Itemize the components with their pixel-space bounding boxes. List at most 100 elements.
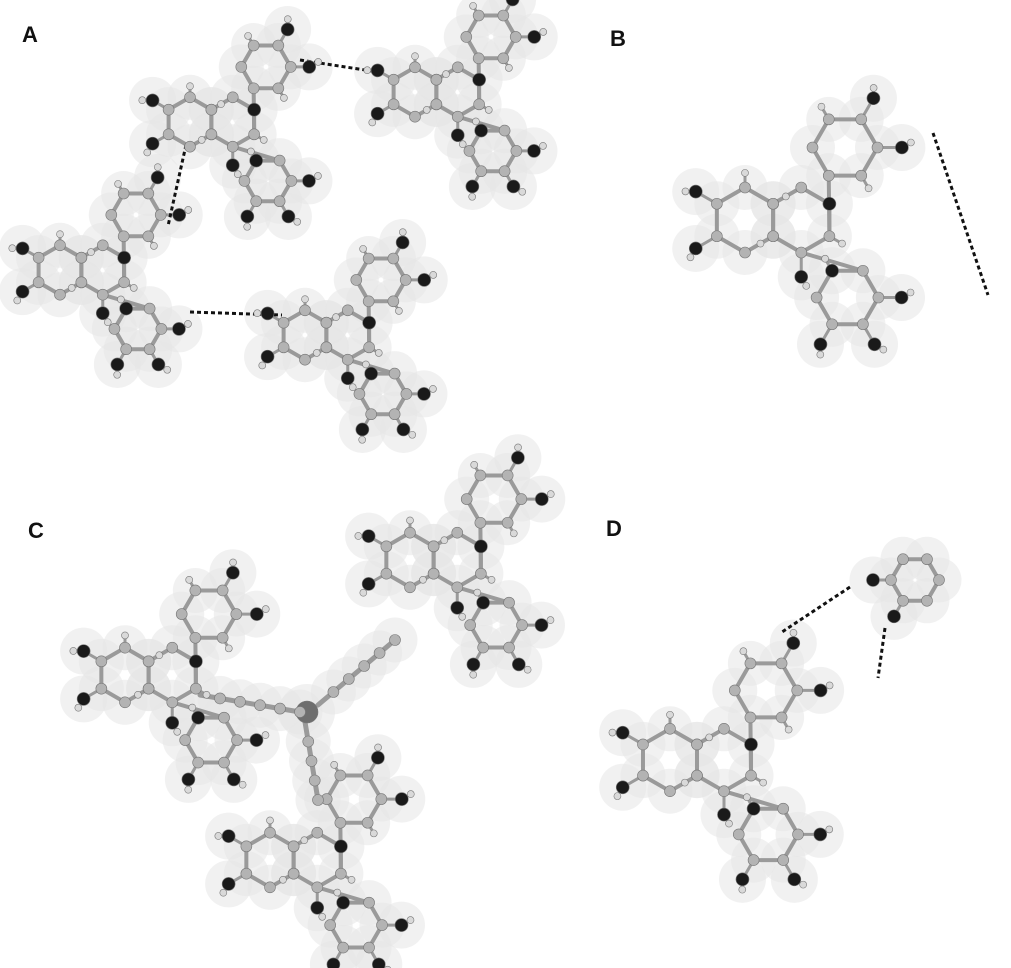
- oxygen-atom: [221, 829, 236, 843]
- carbon-atom: [179, 734, 191, 746]
- carbon-atom: [822, 113, 835, 126]
- hydrogen-atom: [354, 532, 363, 540]
- carbon-atom: [380, 567, 393, 580]
- oxygen-atom: [280, 22, 295, 37]
- hydrogen-atom: [163, 365, 172, 374]
- carbon-atom: [214, 692, 226, 705]
- oxygen-atom: [450, 128, 465, 143]
- carbon-atom: [238, 175, 251, 187]
- oxygen-atom: [534, 618, 549, 632]
- carbon-atom: [509, 31, 522, 43]
- hydrogen-atom: [347, 875, 356, 884]
- carbon-atom: [334, 769, 347, 782]
- carbon-atom: [855, 113, 868, 126]
- hydrogen-atom: [705, 733, 713, 742]
- carbon-atom: [96, 288, 109, 301]
- hydrogen-atom: [825, 681, 834, 690]
- hydrogen-atom: [743, 793, 751, 801]
- carbon-atom: [320, 316, 333, 329]
- hydrogen-atom: [368, 118, 377, 127]
- oxygen-atom: [364, 366, 378, 381]
- carbon-atom: [739, 181, 751, 194]
- hydrogen-bond: [876, 627, 887, 679]
- hydrogen-atom: [784, 725, 793, 734]
- carbon-atom: [334, 816, 347, 829]
- hydrogen-atom: [359, 588, 368, 597]
- hydrogen-atom: [138, 96, 147, 105]
- hydrogen-atom: [247, 147, 255, 156]
- oxygen-atom: [746, 801, 761, 816]
- hydrogen-atom: [314, 58, 323, 66]
- hydrogen-atom: [184, 785, 193, 794]
- hydrogen-atom: [539, 28, 548, 36]
- oxygen-atom: [511, 657, 526, 672]
- carbon-atom: [664, 722, 676, 735]
- carbon-atom: [272, 82, 285, 95]
- carbon-atom: [823, 230, 836, 243]
- oxygen-atom: [361, 529, 376, 543]
- carbon-atom: [744, 711, 757, 724]
- oxygen-atom: [172, 208, 187, 222]
- hydrogen-atom: [8, 244, 17, 253]
- hydrogen-atom: [253, 309, 262, 318]
- hydrogen-atom: [153, 163, 162, 171]
- carbon-atom: [404, 581, 416, 594]
- hydrogen-atom: [150, 242, 158, 250]
- hydrogen-atom: [470, 461, 479, 469]
- carbon-atom: [235, 61, 248, 73]
- hydrogen-atom: [219, 888, 228, 897]
- carbon-atom: [166, 641, 179, 654]
- hydrogen-atom: [546, 490, 555, 498]
- hydrogen-atom: [300, 836, 309, 845]
- hydrogen-atom: [429, 385, 437, 393]
- carbon-atom: [287, 867, 300, 880]
- carbon-atom: [248, 128, 260, 141]
- hydrogen-atom: [358, 435, 366, 444]
- oxygen-atom: [370, 63, 385, 78]
- carbon-atom: [501, 469, 514, 482]
- hydrogen-atom: [283, 15, 292, 23]
- carbon-atom: [190, 682, 202, 695]
- oxygen-atom: [371, 957, 386, 968]
- panel-label-d: D: [606, 516, 622, 541]
- oxygen-atom: [688, 241, 703, 256]
- oxygen-atom: [615, 725, 630, 740]
- carbon-atom: [474, 469, 487, 482]
- carbon-atom: [234, 695, 246, 708]
- hydrogen-atom: [261, 731, 270, 739]
- carbon-atom: [451, 581, 464, 594]
- carbon-atom: [184, 140, 196, 153]
- oxygen-atom: [150, 170, 165, 185]
- carbon-atom: [691, 769, 703, 782]
- hydrogen-atom: [406, 790, 415, 798]
- oxygen-atom: [15, 284, 30, 299]
- carbon-atom: [921, 553, 933, 566]
- oxygen-atom: [145, 136, 160, 151]
- hydrogen-atom: [173, 727, 182, 736]
- hydrogen-atom: [838, 239, 846, 248]
- oxygen-atom: [260, 349, 275, 364]
- oxygen-atom: [281, 209, 296, 224]
- oxygen-atom: [95, 306, 110, 321]
- carbon-atom: [430, 98, 443, 111]
- bond: [722, 789, 786, 811]
- bond: [170, 700, 227, 720]
- hydrogen-atom: [398, 228, 407, 236]
- carbon-atom: [387, 295, 400, 308]
- carbon-atom: [933, 574, 945, 586]
- hydrogen-atom: [756, 239, 765, 248]
- carbon-atom: [822, 169, 835, 182]
- oxygen-atom: [145, 93, 160, 108]
- carbon-atom: [311, 826, 324, 839]
- carbon-atom: [294, 706, 306, 718]
- oxygen-atom: [117, 250, 131, 265]
- hydrogen-atom: [406, 516, 414, 525]
- carbon-atom: [739, 246, 751, 259]
- bond: [455, 114, 507, 133]
- carbon-atom: [299, 304, 311, 317]
- carbon-atom: [475, 165, 487, 178]
- carbon-atom: [189, 584, 202, 597]
- oxygen-atom: [417, 387, 431, 401]
- hydrogen-bond: [931, 132, 990, 296]
- oxygen-atom: [717, 807, 731, 822]
